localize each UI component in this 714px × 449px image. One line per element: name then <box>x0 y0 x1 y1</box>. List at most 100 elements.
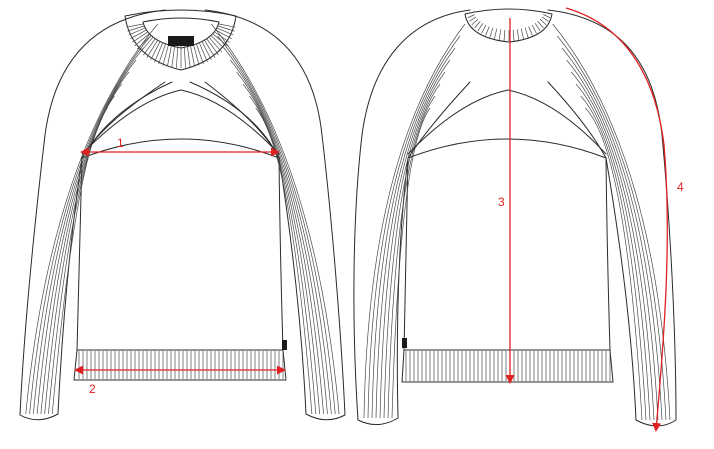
sleeve-rib-line <box>552 23 671 421</box>
collar-rib-line <box>186 45 191 68</box>
collar-rib-line <box>126 23 144 28</box>
collar-rib-line <box>537 21 544 29</box>
collar-rib-line <box>143 38 156 56</box>
sweater-front-view <box>19 9 346 421</box>
front-collar-ribbing <box>126 23 236 68</box>
collar-rib-line <box>158 43 166 64</box>
sleeve-rib-line <box>217 35 336 415</box>
collar-rib-line <box>498 29 502 41</box>
front-left-raglan-seam <box>81 81 173 159</box>
measure-label-hem-width: 2 <box>89 382 96 396</box>
sleeve-rib-line <box>29 35 151 415</box>
collar-rib-line <box>531 24 537 34</box>
collar-rib-line <box>214 31 230 43</box>
collar-rib-line <box>218 23 236 28</box>
collar-rib-line <box>139 37 154 53</box>
front-yoke-v <box>81 89 280 155</box>
collar-rib-line <box>216 27 234 36</box>
sleeve-rib-line <box>223 47 332 415</box>
collar-rib-line <box>516 29 520 41</box>
collar-rib-line <box>467 14 475 19</box>
collar-rib-line <box>204 40 216 58</box>
collar-rib-line <box>539 18 547 25</box>
collar-rib-line <box>524 27 529 38</box>
sleeve-rib-line <box>230 59 328 415</box>
collar-rib-line <box>494 28 498 40</box>
collar-rib-line <box>190 45 195 67</box>
collar-rib-line <box>471 18 479 25</box>
collar-rib-line <box>485 26 490 36</box>
sleeve-rib-line <box>255 107 313 415</box>
collar-rib-line <box>154 42 164 63</box>
front-hem-ribbing <box>78 351 284 379</box>
neck-label-tag <box>168 36 194 46</box>
sleeve-rib-line <box>387 95 436 419</box>
collar-rib-line <box>208 37 223 53</box>
measure-label-sleeve-length: 4 <box>677 180 684 194</box>
front-sleeve-ribbing <box>25 23 340 415</box>
collar-rib-line <box>193 44 200 66</box>
sleeve-rib-line <box>363 23 466 419</box>
collar-rib-line <box>167 45 172 67</box>
back-collar-outer <box>464 8 553 43</box>
collar-rib-line <box>137 35 152 50</box>
sleeve-rib-line <box>48 95 115 415</box>
measure-label-chest-width: 1 <box>117 136 124 150</box>
collar-rib-line <box>134 33 150 47</box>
sleeve-rib-line <box>242 83 321 415</box>
sleeve-rib-line <box>383 83 441 419</box>
collar-rib-line <box>171 45 176 68</box>
sweater-back-view <box>353 8 677 427</box>
sleeve-rib-line <box>249 95 317 415</box>
collar-rib-line <box>469 16 477 22</box>
back-left-sleeve <box>353 9 471 425</box>
collar-rib-line <box>198 42 208 63</box>
sleeve-rib-line <box>371 47 456 419</box>
sleeve-rib-line <box>585 107 643 421</box>
sleeve-rib-line <box>561 47 663 421</box>
front-side-tag <box>282 340 287 350</box>
sleeve-rib-line <box>40 71 130 415</box>
back-body-panel <box>403 138 611 351</box>
collar-rib-line <box>528 26 533 36</box>
back-sleeve-ribbing <box>363 23 671 421</box>
collar-rib-line <box>127 25 145 32</box>
collar-rib-line <box>132 31 148 43</box>
collar-rib-line <box>212 33 228 47</box>
collar-rib-line <box>162 44 169 66</box>
sleeve-rib-line <box>25 23 159 415</box>
sleeve-rib-line <box>51 107 108 415</box>
measure-line-sleeve-length <box>565 7 668 432</box>
collar-rib-line <box>512 29 515 41</box>
sleeve-rib-line <box>375 59 451 419</box>
collar-rib-line <box>146 40 158 58</box>
collar-rib-line <box>128 27 146 36</box>
measure-label-body-length: 3 <box>498 195 505 209</box>
front-right-raglan-seam <box>189 81 280 159</box>
collar-rib-line <box>206 38 219 56</box>
collar-rib-line <box>183 45 186 68</box>
collar-rib-line <box>130 29 147 40</box>
sleeve-rib-line <box>566 59 659 421</box>
collar-rib-line <box>534 22 541 31</box>
sleeve-rib-line <box>211 23 340 415</box>
collar-rib-line <box>176 45 179 68</box>
front-collar-outer <box>124 9 237 71</box>
sleeve-rib-line <box>575 83 651 421</box>
back-hem-ribbing <box>405 351 611 381</box>
back-collar-ribbing <box>467 14 551 41</box>
back-yoke-v <box>407 89 607 155</box>
sleeve-rib-line <box>557 35 667 421</box>
measurement-overlays: 1 2 3 4 <box>74 7 684 432</box>
collar-rib-line <box>474 21 481 29</box>
collar-rib-line <box>150 41 161 61</box>
sleeve-rib-line <box>236 71 324 415</box>
front-hem-band <box>73 349 287 381</box>
collar-rib-line <box>503 29 506 41</box>
collar-rib-line <box>477 22 484 31</box>
back-right-sleeve <box>547 9 677 427</box>
front-body-panel <box>76 138 284 351</box>
back-side-tag <box>402 338 407 348</box>
